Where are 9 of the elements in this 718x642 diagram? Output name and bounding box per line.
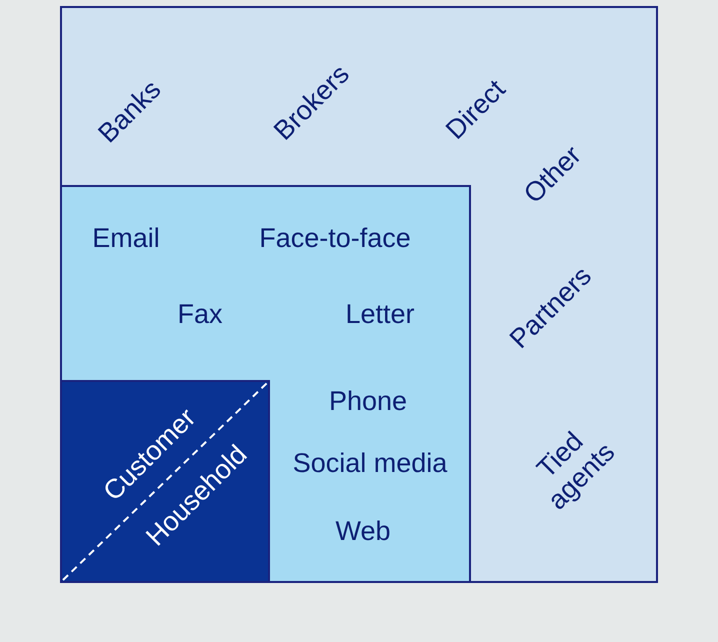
region-label: Phone <box>328 387 408 417</box>
region-label: Email <box>92 224 160 254</box>
region-label: Letter <box>345 300 415 330</box>
region-label: Web <box>335 517 391 547</box>
region-label: Social media <box>292 449 448 479</box>
channel-partner-area <box>60 6 658 583</box>
region-label: Fax <box>178 300 222 330</box>
region-label: Face-to-face <box>259 224 411 254</box>
contact-channel-area <box>60 185 471 583</box>
